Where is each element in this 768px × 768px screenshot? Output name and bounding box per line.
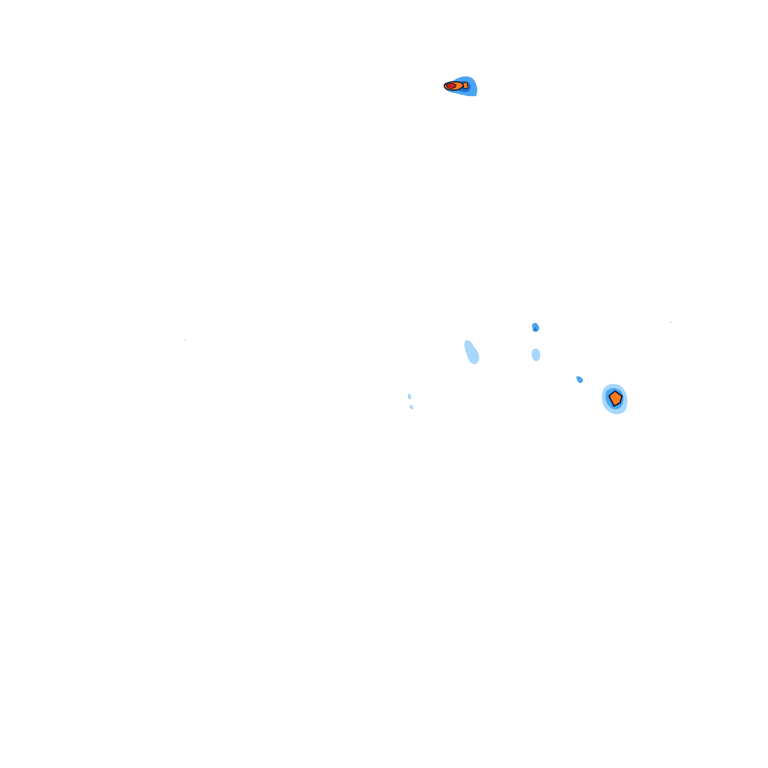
north-cell-extreme xyxy=(445,83,457,89)
north-cell-core-b xyxy=(462,81,469,90)
small-cell-west xyxy=(407,393,412,400)
north-cell xyxy=(443,76,478,97)
center-cell-c xyxy=(531,348,541,362)
small-cell-west-b xyxy=(409,404,414,410)
center-cell-a xyxy=(464,339,480,365)
speck-east xyxy=(670,321,672,323)
east-cell xyxy=(601,383,628,415)
speck-west xyxy=(184,339,186,341)
small-cell-d xyxy=(576,376,583,384)
center-cell-b-core xyxy=(533,327,537,331)
east-cell-intense xyxy=(608,390,623,407)
